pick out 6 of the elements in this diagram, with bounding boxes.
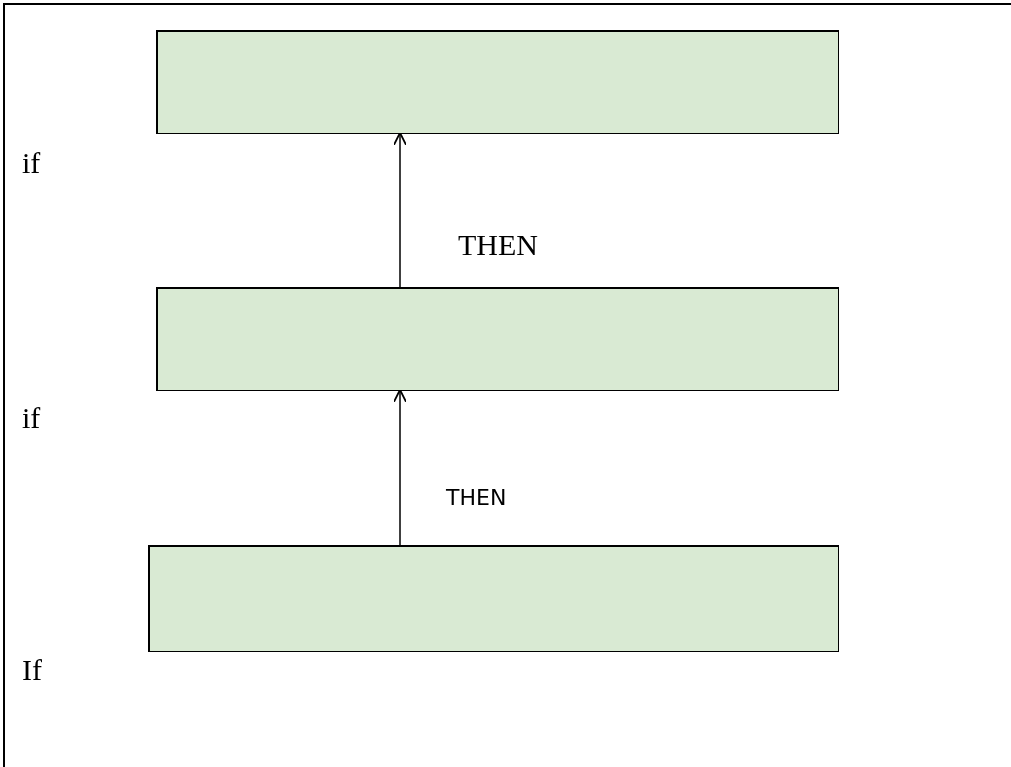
- process-box: [148, 545, 839, 652]
- condition-label: if: [22, 403, 41, 433]
- process-box: [156, 287, 839, 391]
- condition-label: if: [22, 148, 41, 178]
- process-box: [156, 30, 839, 134]
- condition-label: If: [22, 655, 42, 685]
